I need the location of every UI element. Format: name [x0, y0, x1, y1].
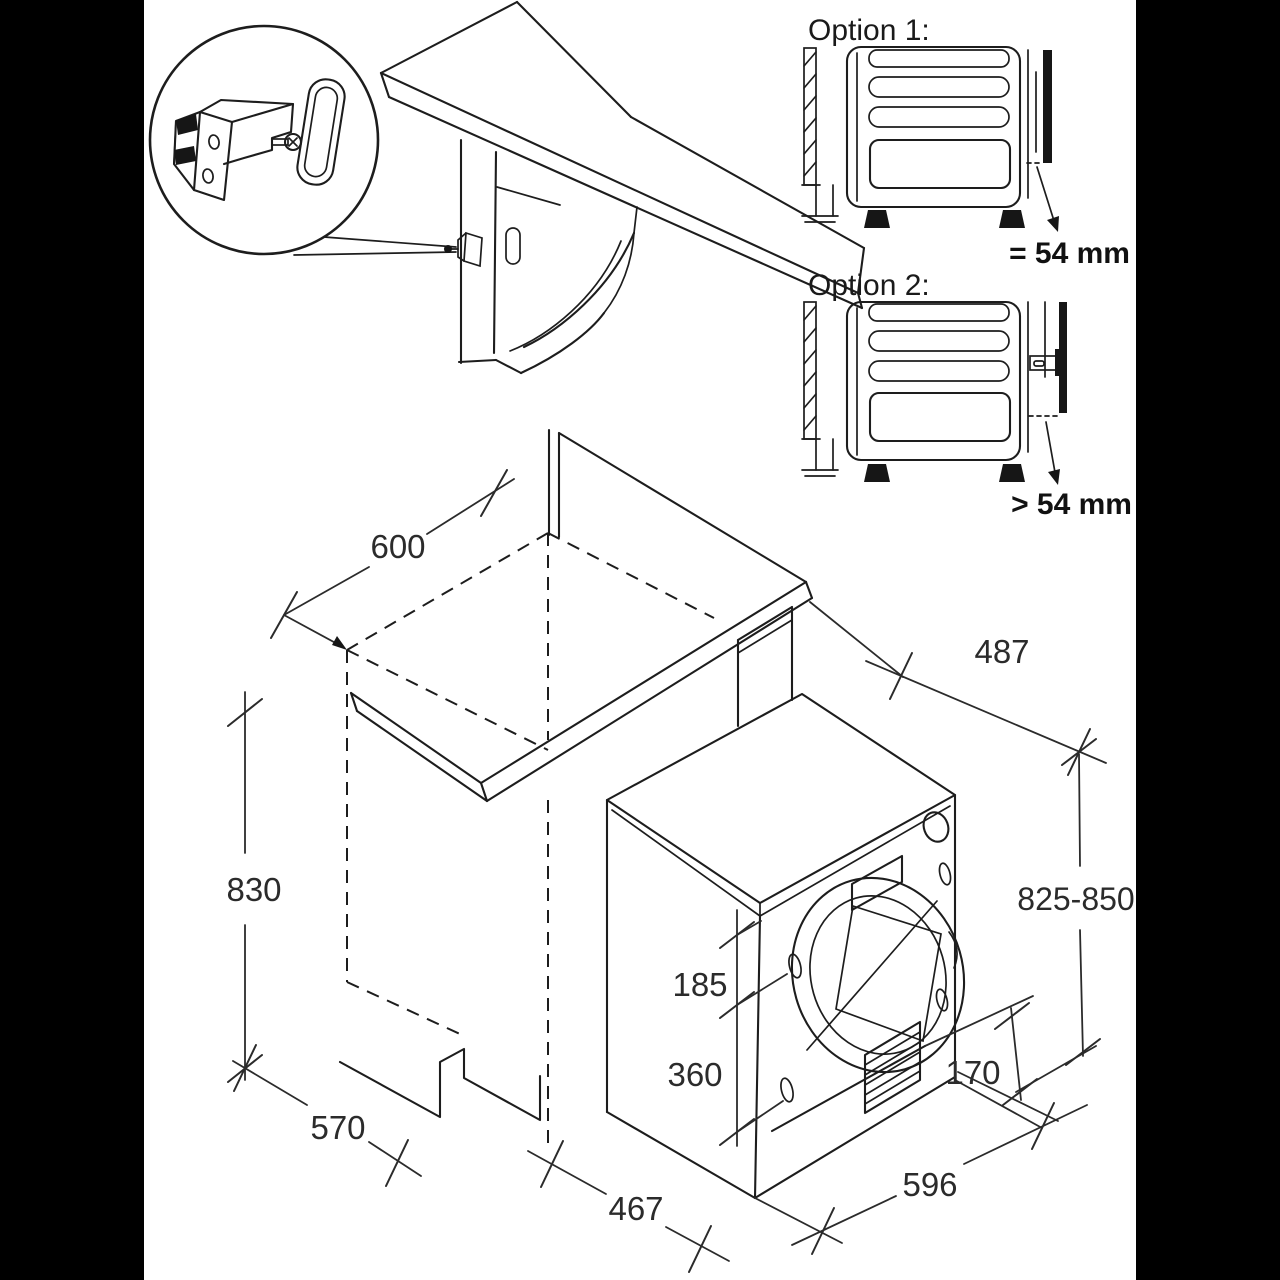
option-1: Option 1:	[801, 14, 1130, 270]
drawing-canvas	[144, 0, 1136, 1280]
cover-cap-icon	[296, 78, 346, 186]
main-diagram	[338, 428, 966, 1200]
left-matte	[0, 0, 144, 1280]
option-2-gap: > 54 mm	[1011, 488, 1132, 521]
program-dial-icon	[922, 811, 950, 843]
dim-top-depth: 487	[974, 633, 1029, 670]
bracket-on-panel-icon	[444, 231, 483, 268]
bracket-detail-callout	[148, 24, 457, 256]
dimensions: 600 830 570 467 487	[226, 469, 1135, 1273]
worktop	[349, 428, 814, 803]
gap-arrow-icon	[1045, 421, 1057, 479]
gap-arrow-icon	[1036, 166, 1056, 225]
door-porthole-icon	[790, 876, 966, 1074]
dim-bracket-lower-offset: 360	[667, 1056, 722, 1093]
dim-niche-width: 600	[370, 528, 425, 565]
foot-icon	[999, 210, 1025, 228]
dim-appliance-width: 596	[902, 1166, 957, 1203]
washing-machine	[605, 692, 966, 1200]
foot-icon	[864, 210, 890, 228]
callout-circle-icon	[148, 24, 380, 256]
dim-front-clearance: 467	[608, 1190, 663, 1227]
corner-view	[379, 0, 866, 375]
cap-slot-icon	[505, 227, 521, 265]
dim-bracket-upper-offset: 185	[672, 966, 727, 1003]
furniture-door-icon	[1059, 302, 1067, 413]
option-2-drawing	[801, 300, 1067, 485]
niche-outline	[346, 532, 715, 1152]
option-1-label: Option 1:	[808, 14, 930, 47]
vent-grille-icon	[863, 1020, 922, 1115]
display-window-icon	[850, 854, 904, 912]
option-1-drawing	[801, 45, 1059, 232]
right-matte	[1136, 0, 1280, 1280]
option-2: Option 2:	[801, 269, 1132, 521]
plinth-step	[338, 1047, 542, 1122]
dim-niche-depth: 570	[310, 1109, 365, 1146]
mounting-bracket-icon	[172, 98, 303, 202]
furniture-door-icon	[1043, 50, 1052, 163]
foot-icon	[864, 464, 890, 482]
dim-niche-height: 830	[226, 871, 281, 908]
dim-appliance-height: 825-850	[1017, 881, 1134, 917]
dim-plinth-height: 170	[945, 1054, 1000, 1091]
support-panel	[736, 605, 794, 728]
option-2-label: Option 2:	[808, 269, 930, 302]
foot-icon	[999, 464, 1025, 482]
option-1-gap: = 54 mm	[1009, 237, 1130, 270]
